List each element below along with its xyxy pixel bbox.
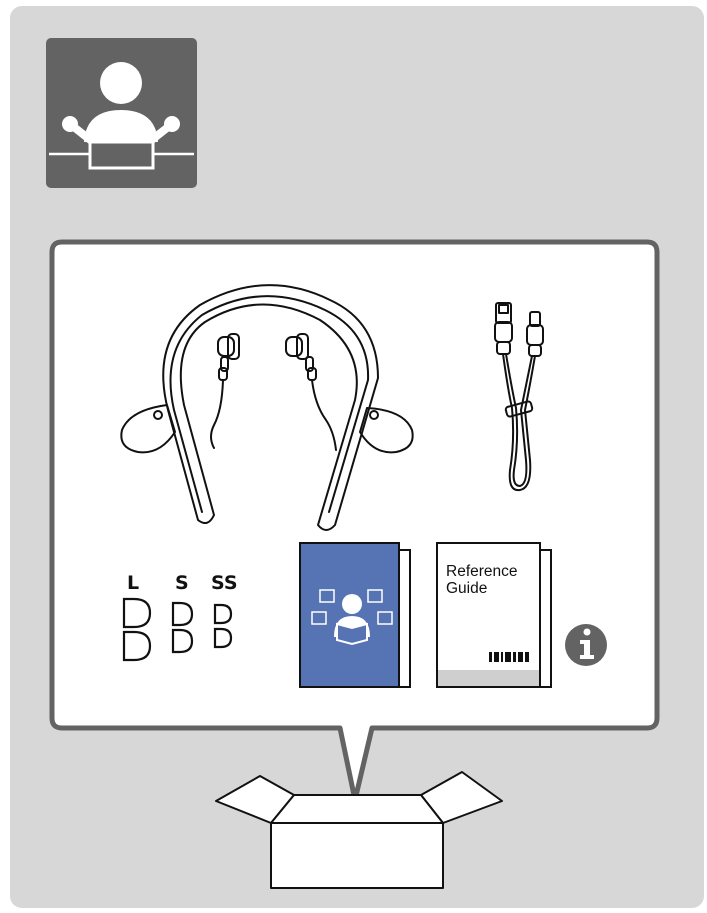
info-icon [565, 624, 607, 666]
tip-size-label-l: L [127, 572, 139, 594]
help-guide-booklet-icon [300, 543, 410, 687]
tip-size-label-s: S [175, 572, 189, 594]
tip-size-label-ss: SS [211, 572, 238, 594]
barcode-icon [489, 652, 529, 662]
reference-guide-title: Reference Guide [446, 563, 546, 597]
